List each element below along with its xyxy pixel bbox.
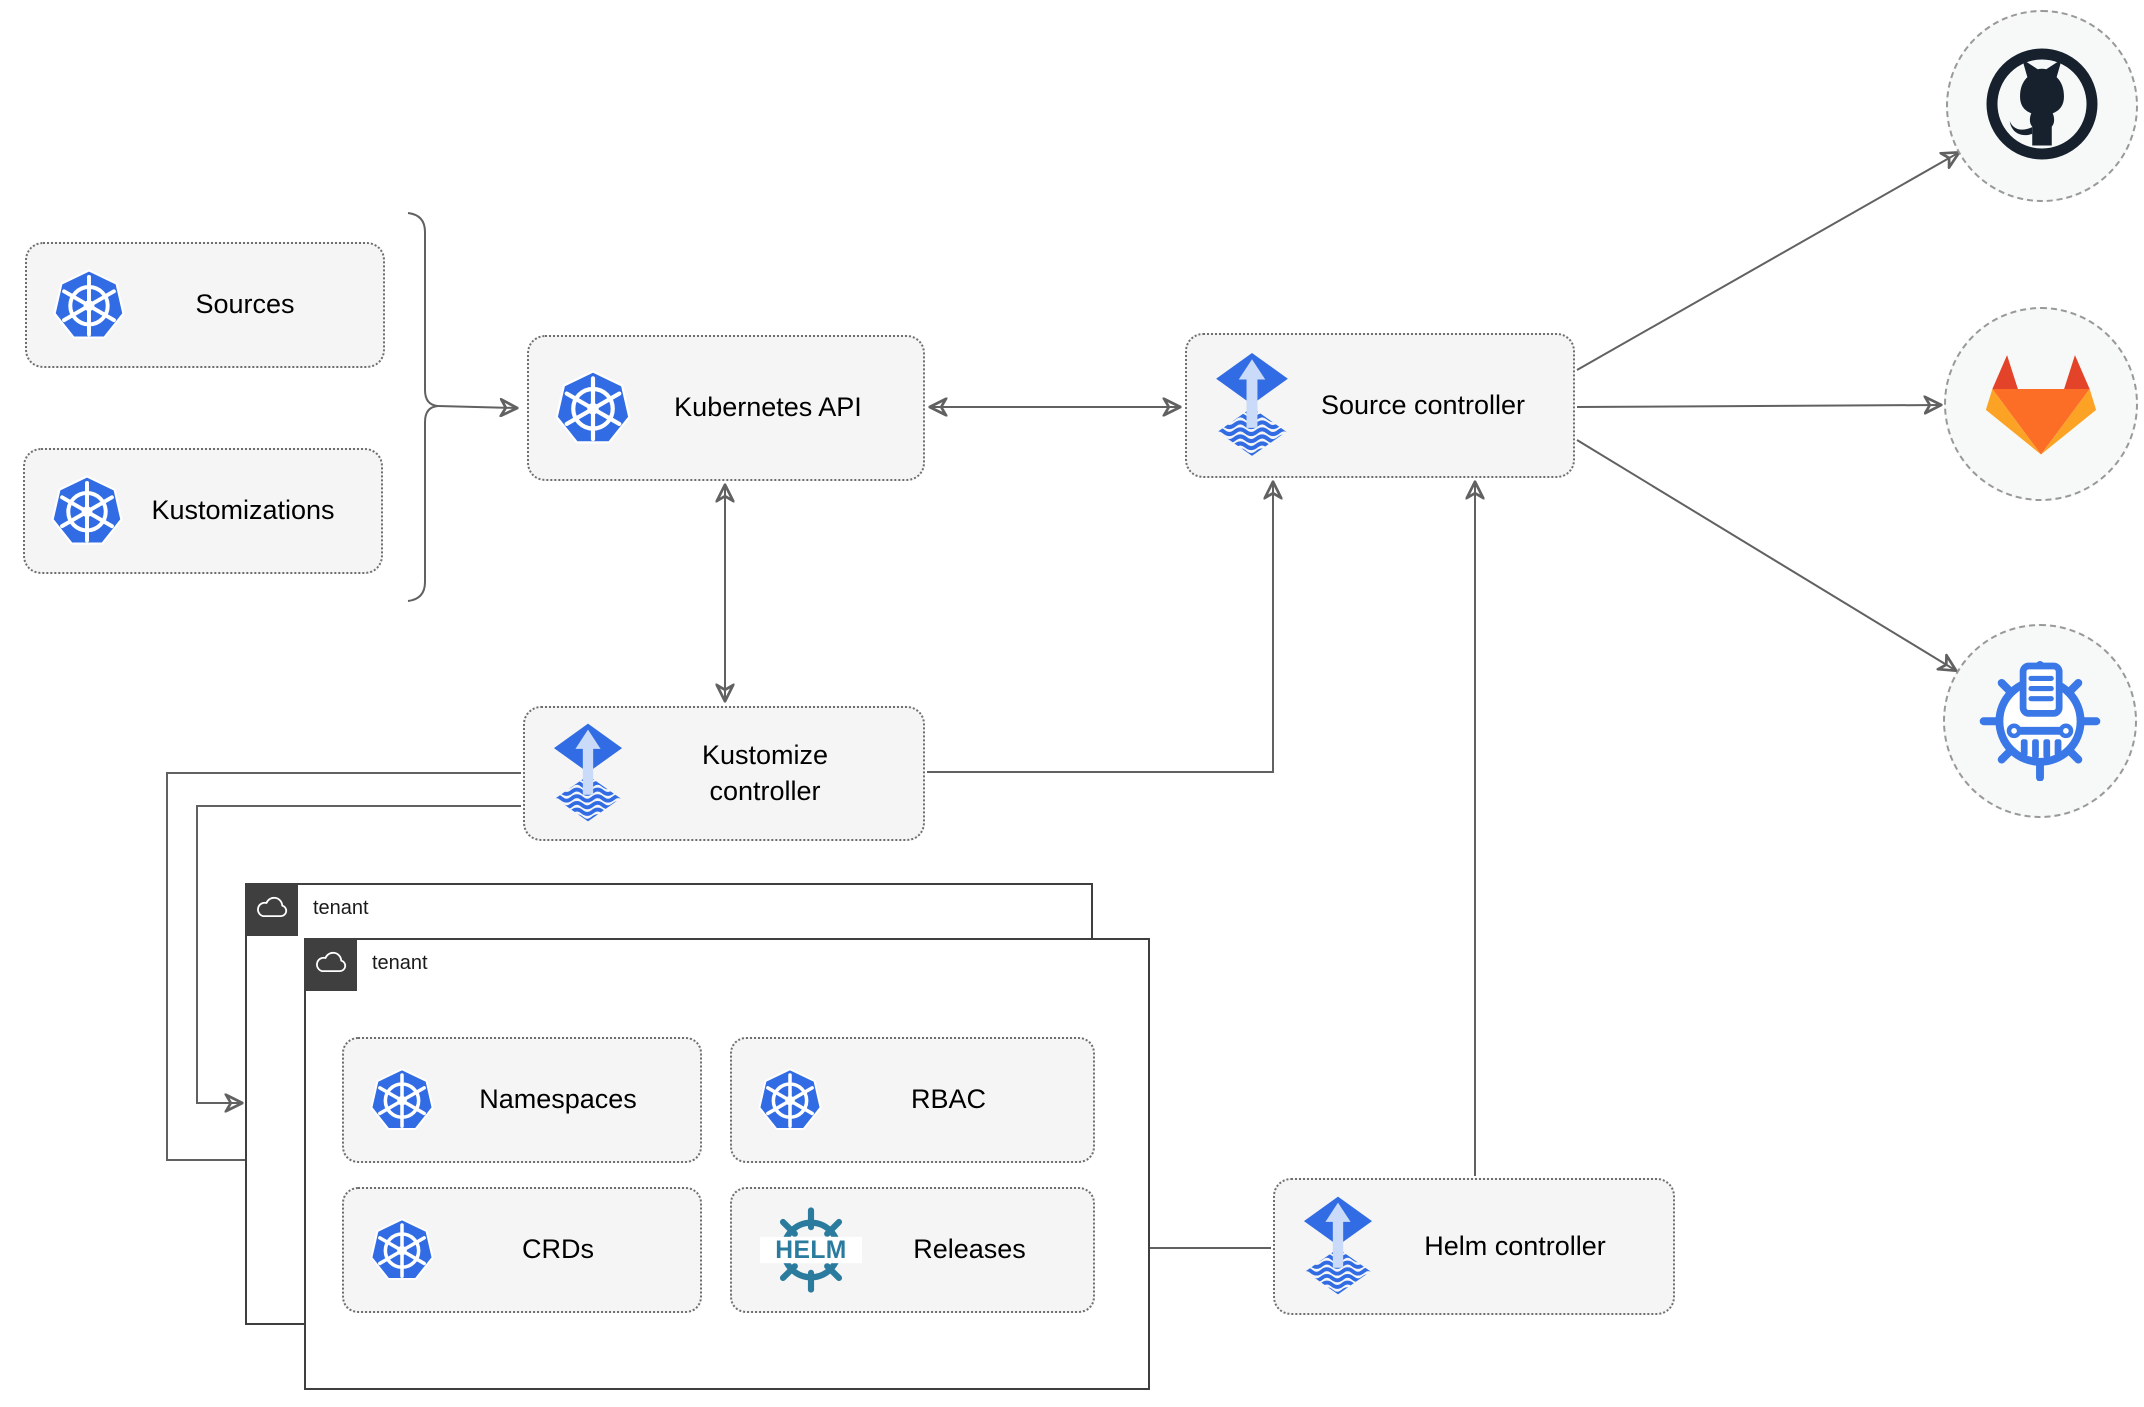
node-crds: CRDs <box>342 1187 702 1313</box>
node-label: CRDs <box>522 1234 594 1265</box>
helm-logo-text: HELM <box>775 1237 847 1264</box>
edge-kustomize-to-tenant-back <box>196 805 521 1103</box>
kubernetes-icon <box>555 370 631 446</box>
brace-inputs <box>407 212 439 602</box>
kubernetes-icon <box>51 475 123 547</box>
node-label: Releases <box>913 1234 1026 1265</box>
node-label: Kubernetes API <box>674 392 862 423</box>
flux-icon <box>1213 351 1291 461</box>
tenant-header <box>245 883 298 936</box>
node-label: Kustomizations <box>151 495 335 526</box>
node-kustomize-controller: Kustomize controller <box>523 706 925 841</box>
gitlab-icon <box>1978 344 2104 465</box>
node-label: RBAC <box>910 1084 986 1115</box>
tenant-header <box>304 938 357 991</box>
node-source-controller: Source controller <box>1185 333 1575 478</box>
tenant-label: tenant <box>313 897 369 919</box>
flux-icon <box>1301 1195 1375 1299</box>
node-kubernetes-api: Kubernetes API <box>527 335 925 481</box>
node-helm-controller: Helm controller <box>1273 1178 1675 1315</box>
tenant-container-front: tenant Namespaces RBAC CRDs <box>304 938 1150 1390</box>
remote-helm-repository <box>1943 624 2137 818</box>
node-sources: Sources <box>25 242 385 368</box>
kubernetes-icon <box>370 1218 434 1282</box>
edge-source-to-github <box>1576 153 1958 371</box>
helm-icon: HELM <box>758 1206 864 1294</box>
node-releases: HELM Releases <box>730 1187 1095 1313</box>
remote-github <box>1946 10 2138 202</box>
kubernetes-icon <box>758 1068 822 1132</box>
edge-kustomize-to-tenant-front <box>166 772 521 1160</box>
cloud-icon <box>313 950 349 980</box>
cloud-icon <box>254 895 290 925</box>
github-icon <box>1981 43 2103 170</box>
flux-icon <box>551 722 625 826</box>
kubernetes-icon <box>53 269 125 341</box>
chartmuseum-icon <box>1978 657 2102 786</box>
node-namespaces: Namespaces <box>342 1037 702 1163</box>
node-kustomizations: Kustomizations <box>23 448 383 574</box>
remote-gitlab <box>1944 307 2138 501</box>
tenant-label: tenant <box>372 952 428 974</box>
node-rbac: RBAC <box>730 1037 1095 1163</box>
node-label: Kustomize controller <box>701 740 829 806</box>
node-label: Namespaces <box>479 1084 637 1115</box>
edge-kustomize-to-source <box>927 483 1273 773</box>
node-label: Helm controller <box>1424 1230 1606 1261</box>
edge-source-to-gitlab <box>1576 405 1940 407</box>
edge-source-to-helmrepo <box>1576 439 1955 670</box>
kubernetes-icon <box>370 1068 434 1132</box>
node-label: Source controller <box>1320 389 1526 420</box>
node-label: Sources <box>195 289 295 320</box>
edge-inputs-to-api <box>437 406 516 408</box>
